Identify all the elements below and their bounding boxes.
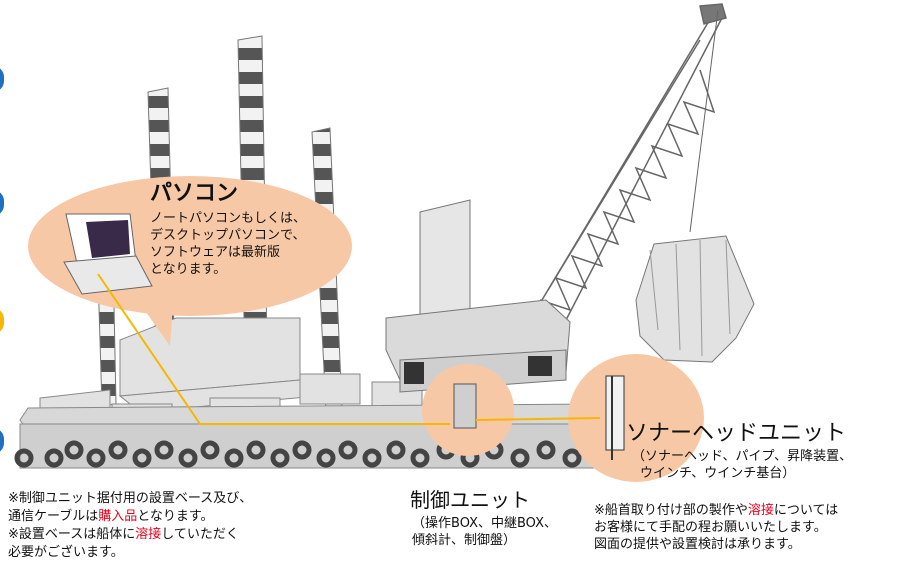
note-line: ※設置ベースは船体に溶接していただく xyxy=(8,527,239,542)
bow-mount-notes: ※船首取り付け部の製作や溶接については お客様にて手配の程お願いいたします。 図… xyxy=(594,502,838,553)
laptop-icon xyxy=(63,213,153,295)
grab-bucket xyxy=(635,235,755,363)
sonar-line: ウインチ、ウインチ基台） xyxy=(640,466,796,481)
control-components: （操作BOX、中継BOX、 傾斜計、制御盤） xyxy=(412,515,557,549)
crane-boom xyxy=(535,3,727,321)
pc-line: ノートパソコンもしくは、 xyxy=(150,211,307,226)
sonar-line: （ソナーヘッド、パイプ、昇降装置、 xyxy=(632,449,853,464)
note-line: 図面の提供や設置検討は承ります。 xyxy=(594,537,801,552)
pc-description: ノートパソコンもしくは、 デスクトップパソコンで、 ソフトウェアは最新版 となり… xyxy=(150,210,306,278)
fender-tires xyxy=(14,440,582,468)
note-line: ※制御ユニット据付用の設置ベース及び、 xyxy=(8,491,253,506)
note-line: 通信ケーブルは購入品となります。 xyxy=(8,509,214,524)
sonar-components: （ソナーヘッド、パイプ、昇降装置、 ウインチ、ウインチ基台） xyxy=(632,448,852,482)
communication-cable xyxy=(97,273,601,425)
welding-highlight: 溶接 xyxy=(747,503,774,518)
installation-notes: ※制御ユニット据付用の設置ベース及び、 通信ケーブルは購入品となります。 ※設置… xyxy=(8,490,252,562)
sonar-title: ソナーヘッドユニット xyxy=(626,421,847,446)
sonar-callout xyxy=(568,354,704,482)
pc-title: パソコン xyxy=(150,181,239,206)
note-line: お客様にて手配の程お願いいたします。 xyxy=(594,520,827,535)
control-line: 傾斜計、制御盤） xyxy=(412,533,517,548)
note-line: 必要がございます。 xyxy=(8,545,124,560)
pc-line: ソフトウェアは最新版 xyxy=(150,245,281,260)
control-callout xyxy=(422,364,514,456)
note-line: ※船首取り付け部の製作や溶接については xyxy=(594,503,839,518)
edge-marker xyxy=(0,66,4,92)
pc-line: となります。 xyxy=(150,262,227,277)
crane-body xyxy=(385,199,571,393)
edge-marker xyxy=(0,308,4,334)
pc-line: デスクトップパソコンで、 xyxy=(150,228,306,243)
edge-marker xyxy=(0,428,4,454)
purchase-highlight: 購入品 xyxy=(98,509,138,524)
welding-highlight: 溶接 xyxy=(135,527,162,542)
control-title: 制御ユニット xyxy=(410,488,530,512)
edge-marker xyxy=(0,190,4,216)
control-line: （操作BOX、中継BOX、 xyxy=(412,516,557,531)
